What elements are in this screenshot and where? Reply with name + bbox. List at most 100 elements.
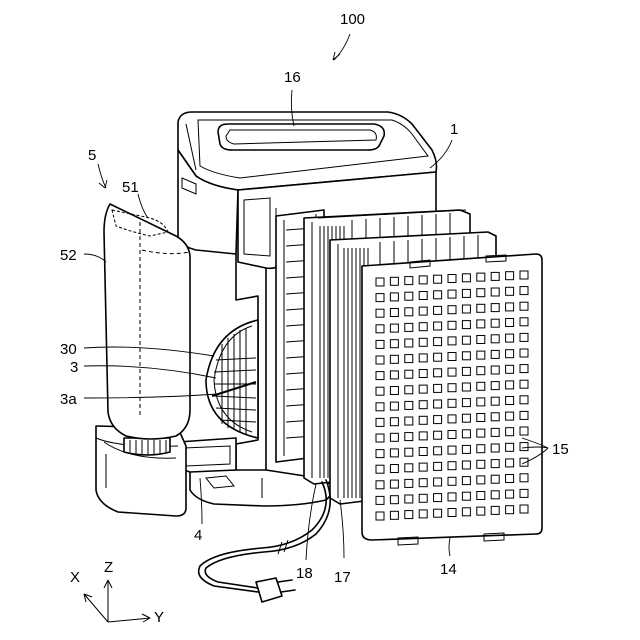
panel-hole	[419, 416, 427, 424]
label-30: 30	[60, 341, 77, 358]
panel-hole	[390, 465, 398, 473]
panel-hole	[506, 350, 514, 358]
panel-hole	[434, 322, 442, 330]
panel-hole	[448, 477, 456, 485]
panel-hole	[477, 476, 485, 484]
panel-hole	[390, 309, 398, 317]
panel-hole	[434, 447, 442, 455]
panel-hole	[405, 355, 413, 363]
panel-hole	[434, 478, 442, 486]
panel-hole	[491, 288, 499, 296]
panel-hole	[419, 510, 427, 518]
label-52: 52	[60, 247, 77, 264]
panel-hole	[390, 496, 398, 504]
panel-hole	[462, 305, 470, 313]
panel-hole	[376, 496, 384, 504]
panel-hole	[376, 465, 384, 473]
panel-hole	[405, 433, 413, 441]
panel-hole	[434, 338, 442, 346]
panel-hole	[491, 428, 499, 436]
panel-hole	[506, 506, 514, 514]
panel-hole	[390, 480, 398, 488]
panel-hole	[448, 368, 456, 376]
panel-hole	[405, 386, 413, 394]
panel-hole	[376, 387, 384, 395]
panel-hole	[419, 463, 427, 471]
panel-hole	[390, 340, 398, 348]
panel-hole	[376, 294, 384, 302]
label-1: 1	[450, 121, 458, 138]
panel-hole	[405, 277, 413, 285]
panel-hole	[376, 325, 384, 333]
panel-hole	[448, 446, 456, 454]
panel-hole	[506, 397, 514, 405]
panel-hole	[390, 511, 398, 519]
panel-hole	[462, 492, 470, 500]
panel-hole	[506, 287, 514, 295]
panel-hole	[477, 273, 485, 281]
panel-hole	[434, 416, 442, 424]
panel-hole	[520, 365, 528, 373]
label-15: 15	[552, 441, 569, 458]
axis-y-label: Y	[154, 609, 164, 626]
panel-hole	[434, 306, 442, 314]
panel-hole	[462, 461, 470, 469]
panel-hole	[434, 291, 442, 299]
panel-hole	[506, 443, 514, 451]
label-3: 3	[70, 359, 78, 376]
panel-hole	[376, 418, 384, 426]
panel-hole	[462, 352, 470, 360]
panel-hole	[434, 494, 442, 502]
panel-hole	[434, 400, 442, 408]
panel-hole	[462, 289, 470, 297]
panel-hole	[477, 429, 485, 437]
panel-hole	[477, 320, 485, 328]
label-4: 4	[194, 527, 202, 544]
panel-hole	[434, 462, 442, 470]
panel-hole	[448, 462, 456, 470]
panel-hole	[405, 308, 413, 316]
panel-hole	[376, 340, 384, 348]
panel-hole	[419, 307, 427, 315]
panel-hole	[405, 292, 413, 300]
panel-hole	[376, 372, 384, 380]
panel-hole	[462, 445, 470, 453]
panel-hole	[376, 403, 384, 411]
panel-hole	[390, 402, 398, 410]
panel-hole	[491, 460, 499, 468]
panel-hole	[491, 366, 499, 374]
panel-hole	[405, 339, 413, 347]
panel-hole	[491, 382, 499, 390]
panel-hole	[506, 428, 514, 436]
panel-hole	[419, 354, 427, 362]
panel-hole	[448, 509, 456, 517]
panel-hole	[448, 306, 456, 314]
panel-hole	[506, 303, 514, 311]
panel-hole	[491, 413, 499, 421]
panel-hole	[520, 349, 528, 357]
panel-hole	[390, 418, 398, 426]
label-17: 17	[334, 569, 351, 586]
axis-z-label: Z	[104, 559, 113, 576]
panel-hole	[462, 477, 470, 485]
panel-hole	[477, 398, 485, 406]
panel-hole	[376, 309, 384, 317]
panel-hole	[390, 449, 398, 457]
panel-hole	[462, 414, 470, 422]
panel-hole	[520, 318, 528, 326]
label-14: 14	[440, 561, 457, 578]
panel-hole	[491, 319, 499, 327]
panel-hole	[448, 415, 456, 423]
fan-assembly	[206, 320, 258, 438]
label-51: 51	[122, 179, 139, 196]
panel-hole	[419, 494, 427, 502]
panel-hole	[520, 411, 528, 419]
panel-hole	[491, 491, 499, 499]
handle	[218, 124, 384, 150]
panel-hole	[390, 371, 398, 379]
panel-hole	[419, 292, 427, 300]
panel-hole	[434, 275, 442, 283]
panel-hole	[520, 396, 528, 404]
panel-hole	[520, 474, 528, 482]
panel-hole	[477, 289, 485, 297]
